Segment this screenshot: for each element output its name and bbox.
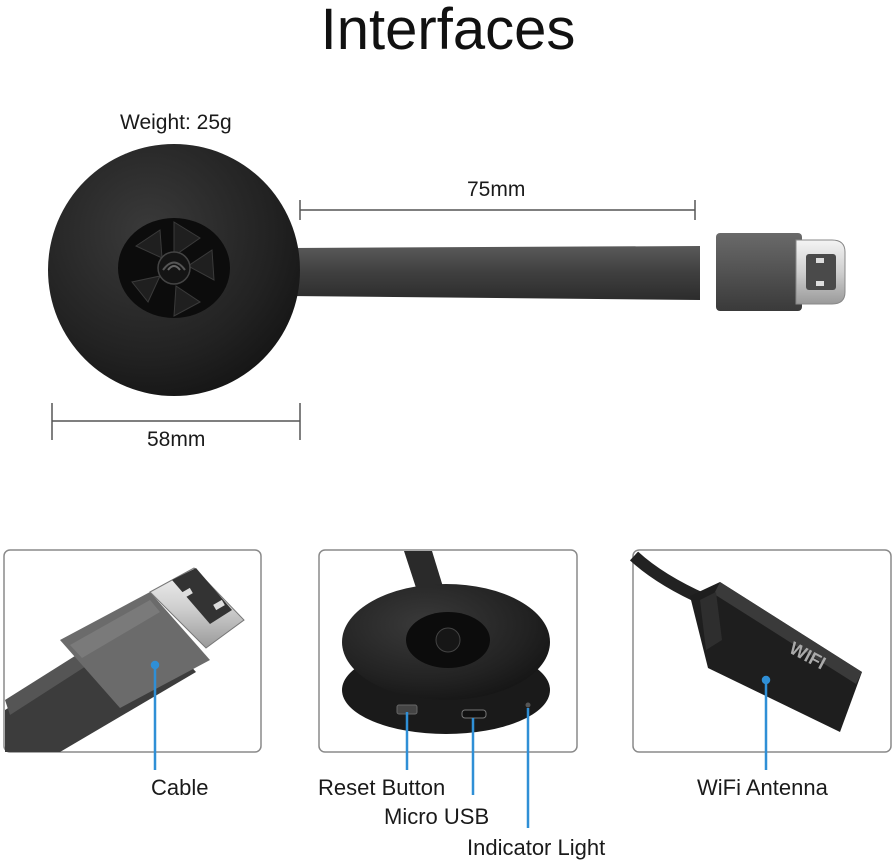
pointer-lines xyxy=(150,660,771,828)
diameter-label: 58mm xyxy=(147,428,206,451)
aperture-logo-icon xyxy=(131,221,215,317)
panel-device-ports xyxy=(318,549,578,753)
panel-antenna: WIFI xyxy=(629,549,892,753)
weight-label: Weight: 25g xyxy=(120,111,232,134)
flat-cable xyxy=(290,246,700,300)
dimension-line-58mm xyxy=(51,403,301,440)
panel-cable xyxy=(3,549,262,753)
indicator-light-label: Indicator Light xyxy=(467,835,606,860)
cable-length-label: 75mm xyxy=(467,178,526,201)
dimension-line-75mm xyxy=(299,200,696,220)
page-title: Interfaces xyxy=(320,0,576,62)
wifi-antenna-label: WiFi Antenna xyxy=(697,775,828,800)
cable-label: Cable xyxy=(151,775,209,800)
reset-button-label: Reset Button xyxy=(318,775,446,800)
hdmi-plug xyxy=(716,233,846,311)
device-disc xyxy=(48,144,300,396)
micro-usb-label: Micro USB xyxy=(384,804,490,829)
